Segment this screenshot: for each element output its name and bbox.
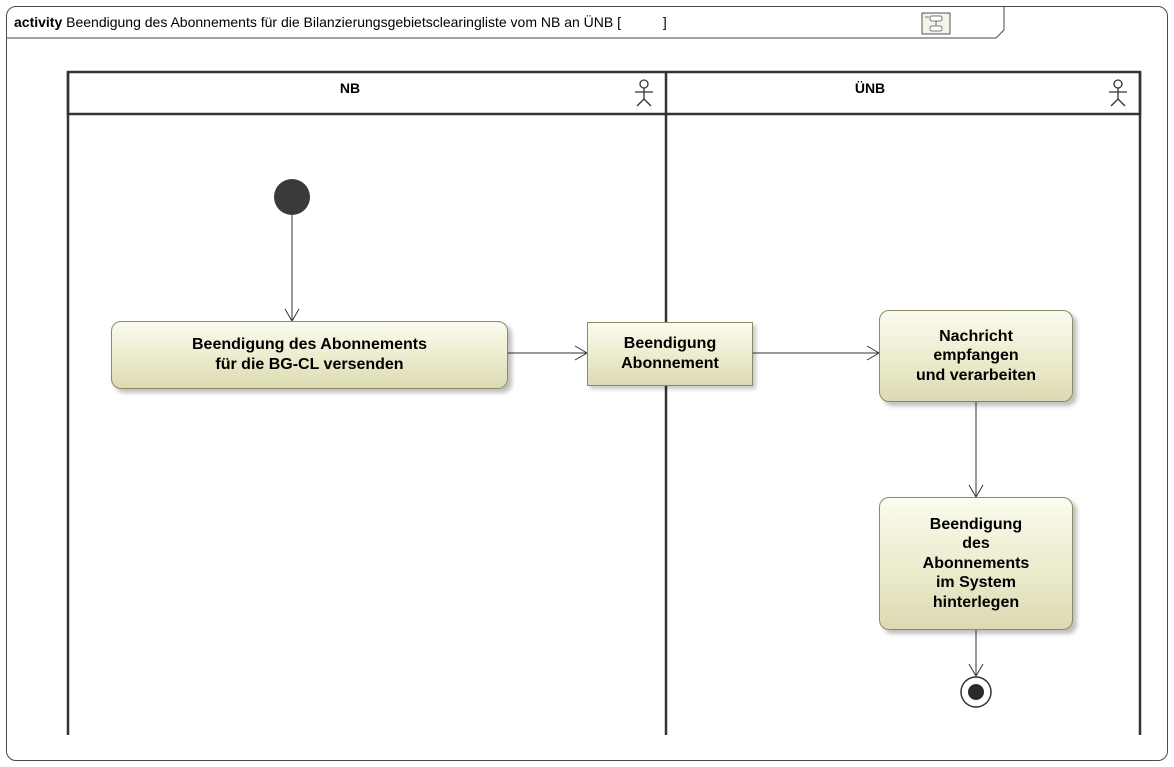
swimlane-header <box>66 70 1142 116</box>
action-receive-process[interactable]: Nachricht empfangen und verarbeiten <box>879 310 1073 402</box>
frame-bracket-open: [ <box>617 14 622 30</box>
frame-keyword: activity <box>14 14 63 30</box>
frame-title: activity Beendigung des Abonnements für … <box>14 14 667 30</box>
activity-diagram-icon <box>921 12 951 35</box>
object-node-termination[interactable]: Beendigung Abonnement <box>587 322 753 386</box>
final-node <box>960 676 992 708</box>
object-node-label: Beendigung Abonnement <box>621 335 719 372</box>
action-receive-process-label: Nachricht empfangen und verarbeiten <box>915 327 1037 384</box>
lane-label-nb: NB <box>339 80 361 96</box>
action-send-termination[interactable]: Beendigung des Abonnements für die BG-CL… <box>111 321 508 389</box>
action-store-termination[interactable]: Beendigung des Abonnements im System hin… <box>879 497 1073 630</box>
flow-arrowhead <box>968 663 984 677</box>
action-store-termination-label: Beendigung des Abonnements im System hin… <box>922 515 1030 611</box>
frame-title-text: Beendigung des Abonnements für die Bilan… <box>66 14 614 30</box>
frame-title-tab <box>6 6 1005 39</box>
frame-bracket-close: ] <box>662 14 667 30</box>
nb-actor-icon <box>635 79 653 107</box>
action-send-termination-label: Beendigung des Abonnements für die BG-CL… <box>192 336 427 373</box>
lane-label-unb: ÜNB <box>854 80 886 96</box>
initial-node <box>274 179 310 215</box>
unb-actor-icon <box>1109 79 1127 107</box>
